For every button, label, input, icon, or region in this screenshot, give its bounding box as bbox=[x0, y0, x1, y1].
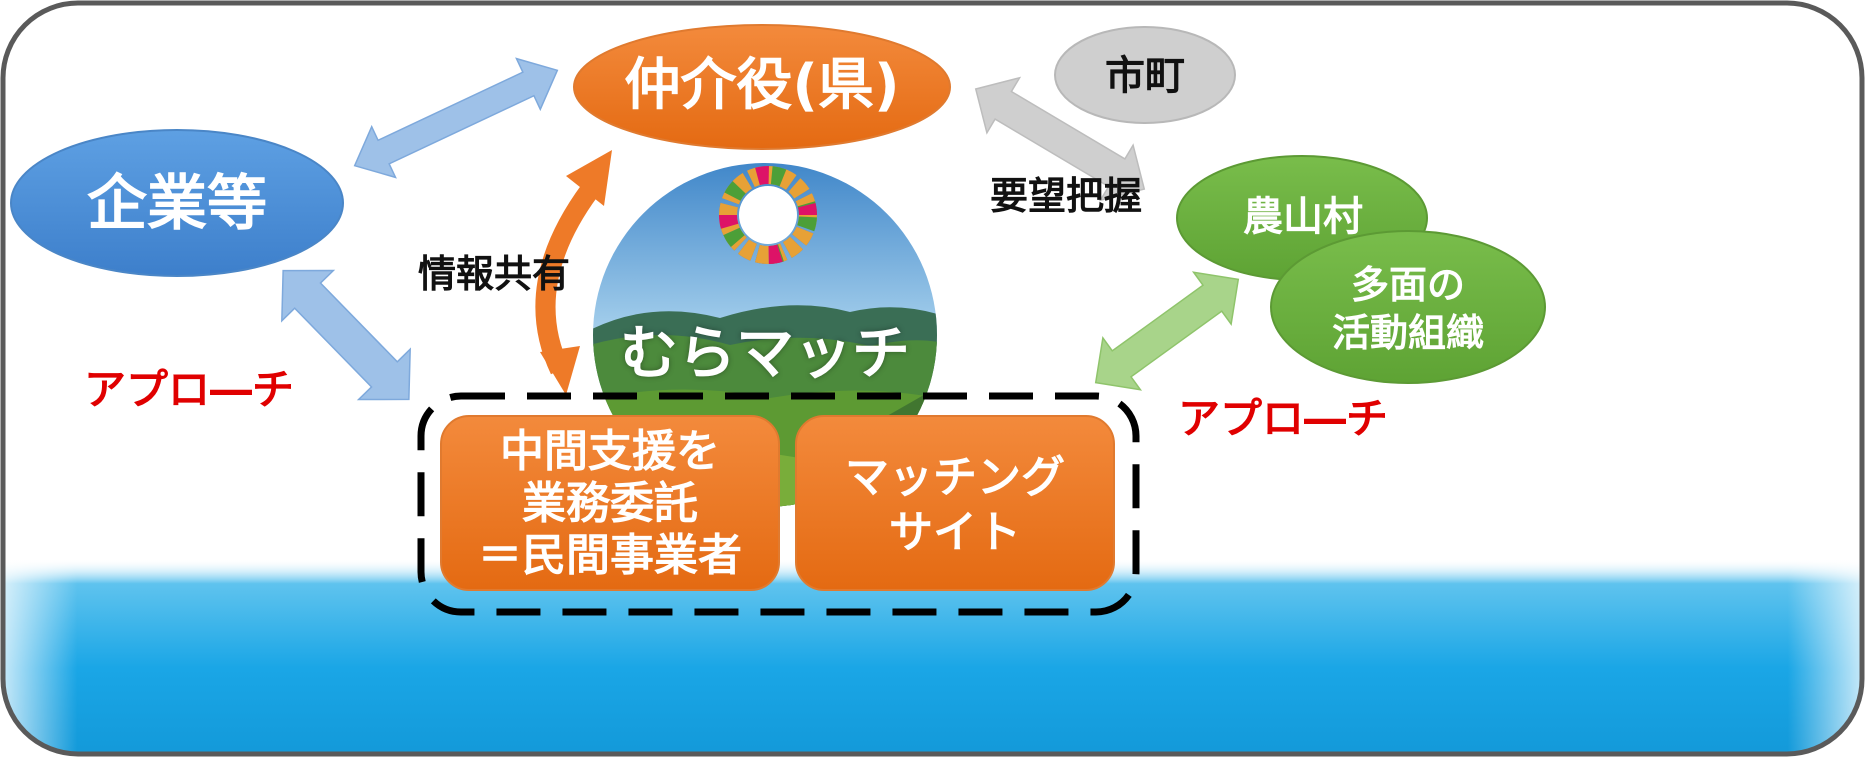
companies-node bbox=[10, 129, 344, 277]
info-sharing-label: 情報共有 bbox=[418, 252, 571, 296]
matching-site-label: マッチング サイト bbox=[845, 452, 1065, 558]
group-dashed-box bbox=[417, 392, 1140, 616]
matching-site-box bbox=[795, 415, 1115, 591]
intermediary-label: 中間支援を 業務委託 ＝民間事業者 bbox=[478, 426, 742, 581]
approach-left-label: アプロ―チ bbox=[84, 365, 295, 414]
municipality-label: 市町 bbox=[1105, 53, 1185, 99]
needs-grasp-label: 要望把握 bbox=[990, 174, 1143, 218]
green-arrow bbox=[1094, 271, 1240, 391]
sdgs-wheel-icon bbox=[719, 166, 817, 264]
village-label: 農山村 bbox=[1243, 194, 1363, 240]
orange-curved-arrow bbox=[535, 150, 612, 395]
mediator-label: 仲介役(県) bbox=[624, 53, 900, 118]
platform-label: むらマッチ bbox=[619, 319, 910, 387]
blue-arrow-lower bbox=[281, 269, 411, 401]
gray-arrow bbox=[974, 76, 1146, 202]
intermediary-box bbox=[440, 415, 780, 591]
companies-label: 企業等 bbox=[87, 169, 267, 239]
blue-arrow-upper bbox=[353, 57, 559, 179]
approach-right-label: アプロ―チ bbox=[1178, 394, 1389, 443]
activity-org-label: 多面の 活動組織 bbox=[1331, 263, 1484, 355]
municipality-node bbox=[1054, 26, 1236, 124]
mediator-node bbox=[573, 24, 951, 150]
activity-org-node bbox=[1270, 230, 1546, 384]
